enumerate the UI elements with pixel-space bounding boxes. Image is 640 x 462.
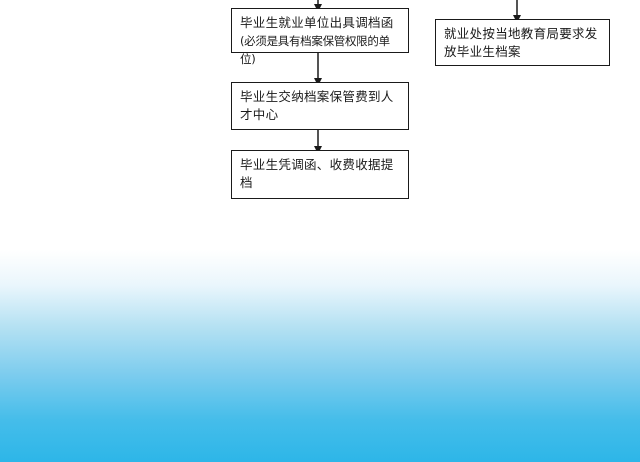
box-employment-office-release: 就业处按当地教育局要求发放毕业生档案 xyxy=(435,19,610,66)
employment-office-text: 就业处按当地教育局要求发放毕业生档案 xyxy=(444,26,598,59)
box-employer-transfer-letter: 毕业生就业单位出具调档函 (必须是具有档案保管权限的单位) xyxy=(231,8,409,66)
box-pay-storage-fee: 毕业生交纳档案保管费到人才中心 xyxy=(231,82,409,130)
pay-fee-text: 毕业生交纳档案保管费到人才中心 xyxy=(240,89,394,122)
box-retrieve-file: 毕业生凭调函、收费收据提档 xyxy=(231,150,409,199)
employer-letter-text: 毕业生就业单位出具调档函 xyxy=(240,15,394,30)
employer-letter-note: (必须是具有档案保管权限的单位) xyxy=(240,34,390,66)
retrieve-file-text: 毕业生凭调函、收费收据提档 xyxy=(240,157,394,190)
